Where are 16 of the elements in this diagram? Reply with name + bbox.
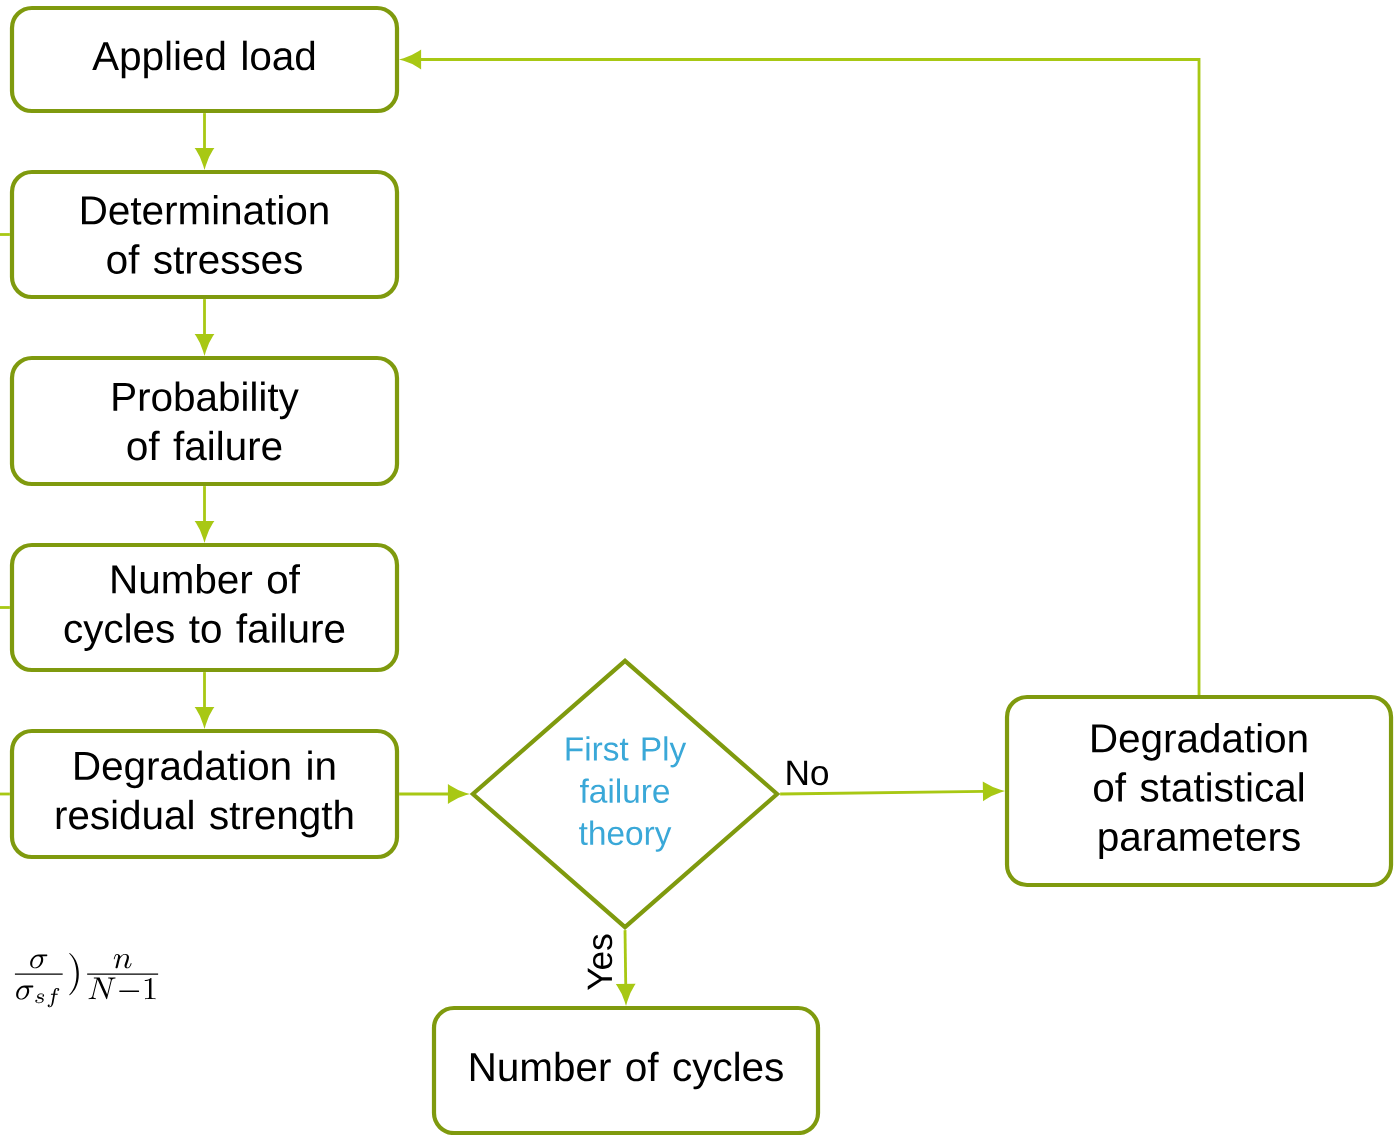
process-box: Applied load xyxy=(9,5,400,114)
process-box: Degradation of statistical parameters xyxy=(1004,694,1394,888)
arrow xyxy=(399,785,467,803)
arrow xyxy=(780,782,1002,800)
line xyxy=(0,792,10,796)
edge-label: No xyxy=(781,757,833,789)
line xyxy=(0,233,10,236)
process-box: Determination of stresses xyxy=(9,169,400,300)
process-box: Number of cycles to failure xyxy=(9,542,400,673)
process-box: Number of cycles xyxy=(431,1005,821,1135)
process-box: Probability of failure xyxy=(9,355,400,487)
arrow xyxy=(617,930,635,1003)
process-box: Degradation in residual strength xyxy=(9,728,400,860)
line xyxy=(0,606,10,609)
edge-label: Yes xyxy=(584,929,616,995)
formula: $\frac{\sigma}{\sigma_{sf}})\frac{n}{N-1}$ xyxy=(14,953,159,1008)
